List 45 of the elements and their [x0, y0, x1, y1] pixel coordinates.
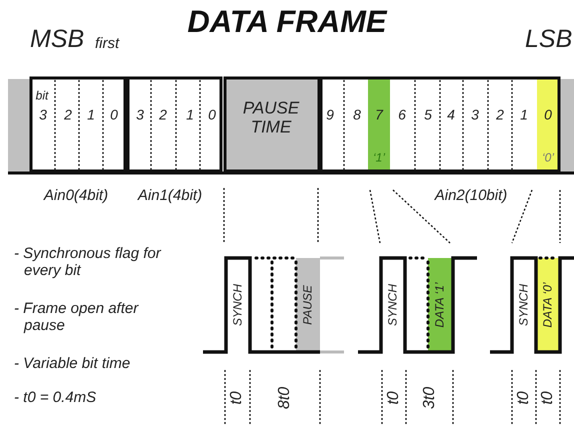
channel-label: Ain0(4bit): [44, 188, 108, 204]
bit-number: 2: [496, 107, 504, 123]
duration-label: t0: [539, 391, 557, 405]
heading-label: first: [95, 36, 120, 52]
bit-number: 4: [447, 107, 455, 123]
bit-number: 2: [159, 107, 167, 123]
bit-label: bit: [36, 89, 48, 103]
pause-label: PAUSE TIME: [242, 99, 300, 137]
duration-label: 8t0: [276, 386, 294, 410]
signal-label: DATA ‘1’: [433, 282, 447, 328]
bit-number: 3: [471, 107, 479, 123]
duration-label: t0: [515, 391, 533, 405]
signal-label: DATA ‘0’: [541, 282, 555, 328]
signal-label: PAUSE: [301, 285, 315, 325]
duration-label: 3t0: [421, 386, 439, 410]
channel-label: Ain2(10bit): [434, 188, 508, 204]
bit-number: 1: [520, 107, 528, 123]
value-label: ‘0’: [542, 151, 554, 165]
heading-label: LSB: [525, 26, 572, 54]
note: - Synchronous flag for every bit: [14, 246, 162, 279]
note: - Frame open after pause: [14, 301, 139, 334]
value-label: ‘1’: [373, 151, 385, 165]
duration-label: t0: [385, 391, 403, 405]
note: - t0 = 0.4mS: [14, 390, 96, 406]
bit-number: 1: [186, 107, 194, 123]
signal-label: SYNCH: [517, 284, 531, 326]
channel-label: Ain1(4bit): [138, 188, 202, 204]
bit-number: 5: [424, 107, 432, 123]
bit-number: 0: [544, 107, 552, 123]
bit-number: 8: [353, 107, 361, 123]
bit-number: 6: [398, 107, 406, 123]
bit-number: 1: [87, 107, 95, 123]
bit-number: 7: [375, 107, 383, 123]
title: DATA FRAME: [187, 4, 387, 40]
bit-number: 3: [39, 107, 47, 123]
bit-number: 2: [64, 107, 72, 123]
bit-number: 0: [208, 107, 216, 123]
signal-label: SYNCH: [386, 284, 400, 326]
duration-label: t0: [228, 391, 246, 405]
bit-number: 9: [326, 107, 334, 123]
heading-label: MSB: [30, 26, 84, 54]
bit-number: 3: [136, 107, 144, 123]
signal-label: SYNCH: [231, 284, 245, 326]
bit-number: 0: [110, 107, 118, 123]
note: - Variable bit time: [14, 356, 130, 372]
